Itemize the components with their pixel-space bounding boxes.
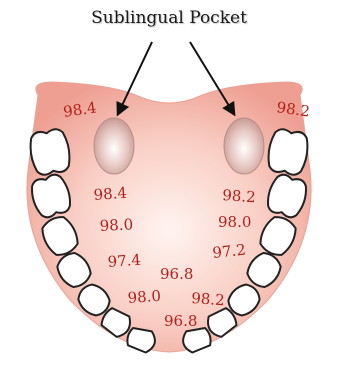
temp-left-row4: 98.0: [127, 287, 162, 307]
temp-left-row1: 98.4: [93, 184, 128, 204]
sublingual-pocket-title: Sublingual Pocket: [0, 8, 338, 28]
temp-center-lower: 96.8: [164, 312, 197, 330]
temp-right-row2: 98.0: [218, 213, 251, 231]
temp-center-upper: 96.8: [160, 265, 193, 283]
temp-right-row1: 98.2: [222, 186, 257, 206]
temp-right-row4: 98.2: [191, 289, 226, 309]
left-sublingual-pocket: [94, 118, 134, 174]
temp-left-row2: 98.0: [99, 215, 133, 235]
temp-left-row3: 97.4: [107, 251, 142, 271]
right-sublingual-pocket: [224, 118, 264, 174]
temp-right-row3: 97.2: [212, 241, 247, 262]
